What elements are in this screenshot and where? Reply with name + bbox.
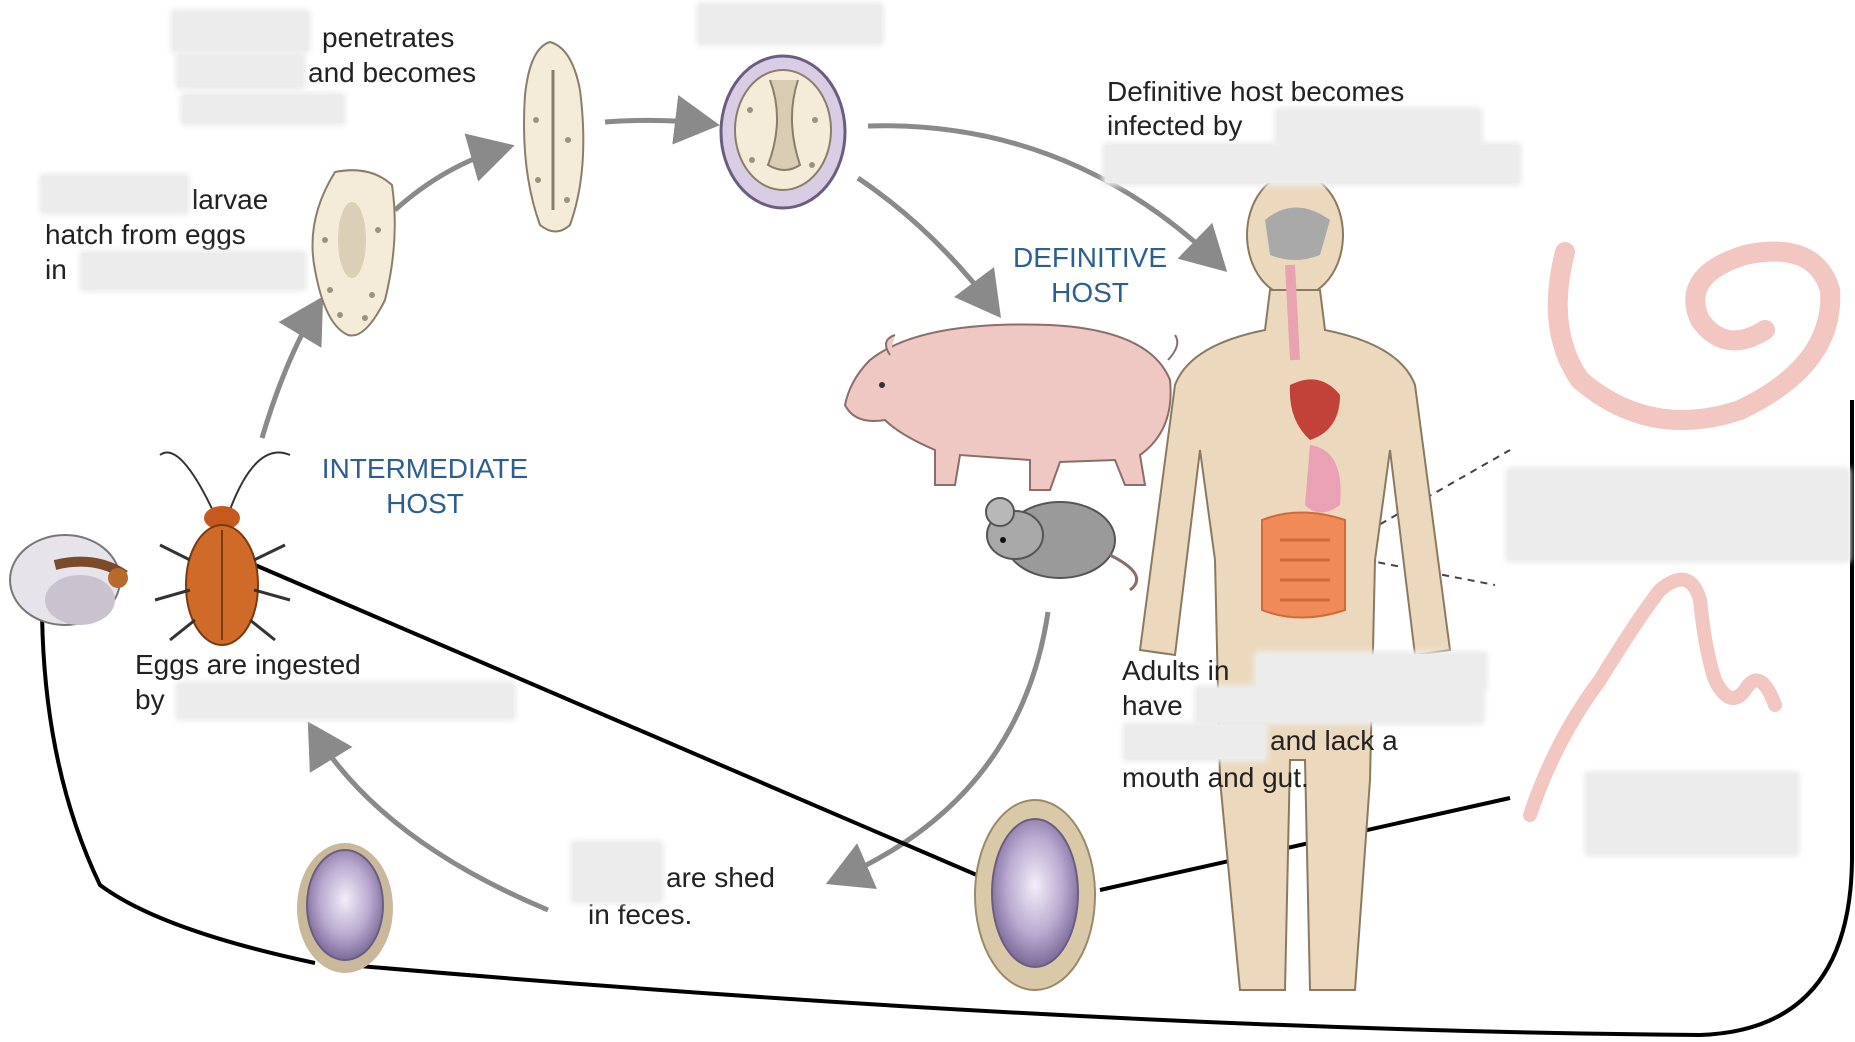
arrow-cyst-to-pig bbox=[858, 178, 995, 310]
intermediate-host-line1: INTERMEDIATE bbox=[305, 451, 545, 486]
answer-blank[interactable] bbox=[1257, 654, 1485, 688]
label-infected-by: infected by bbox=[1107, 108, 1242, 144]
pig-icon bbox=[845, 324, 1177, 490]
answer-blank[interactable] bbox=[173, 12, 308, 50]
answer-blank[interactable] bbox=[1587, 774, 1797, 854]
answer-blank[interactable] bbox=[183, 95, 343, 123]
egg-icon-small bbox=[297, 843, 393, 973]
human-body-icon bbox=[1140, 173, 1450, 990]
answer-blank[interactable] bbox=[1277, 110, 1480, 144]
answer-blank[interactable] bbox=[699, 5, 881, 43]
label-eggs-ingested: Eggs are ingested bbox=[135, 647, 361, 683]
label-have: have bbox=[1122, 688, 1183, 724]
label-in: in bbox=[45, 252, 67, 288]
definitive-host-line2: HOST bbox=[1000, 275, 1180, 310]
egg-icon-large bbox=[975, 800, 1095, 990]
answer-blank[interactable] bbox=[1105, 145, 1519, 183]
label-mouth-and-gut: mouth and gut. bbox=[1122, 760, 1309, 796]
beetle-larva-icon bbox=[10, 535, 128, 625]
adult-worm-upper-icon bbox=[1558, 252, 1831, 420]
answer-blank[interactable] bbox=[82, 253, 304, 289]
answer-blank[interactable] bbox=[178, 684, 513, 718]
larva-penetrating-icon bbox=[524, 42, 583, 232]
label-and-lack-a: and lack a bbox=[1270, 723, 1398, 759]
label-in-feces: in feces. bbox=[588, 897, 692, 933]
arrow-larvae-to-larva2 bbox=[395, 148, 505, 210]
arrow-larva2-to-cyst bbox=[605, 120, 710, 124]
mouse-icon bbox=[986, 498, 1137, 590]
answer-blank[interactable] bbox=[1508, 470, 1848, 560]
label-penetrates: penetrates bbox=[322, 20, 454, 56]
leader-egg-to-worm bbox=[1100, 798, 1510, 890]
intermediate-host-line2: HOST bbox=[305, 486, 545, 521]
cockroach-icon bbox=[155, 453, 290, 646]
larva-hatched-icon bbox=[313, 170, 395, 335]
definitive-host-line1: DEFINITIVE bbox=[1000, 240, 1180, 275]
label-by: by bbox=[135, 682, 165, 718]
definitive-host-label: DEFINITIVE HOST bbox=[1000, 240, 1180, 310]
leader-curve-left bbox=[42, 590, 315, 963]
label-definitive-host-becomes: Definitive host becomes bbox=[1107, 74, 1404, 110]
label-are-shed: are shed bbox=[666, 860, 775, 896]
answer-blank[interactable] bbox=[42, 176, 187, 212]
label-larvae: larvae bbox=[192, 182, 268, 218]
intermediate-host-label: INTERMEDIATE HOST bbox=[305, 451, 545, 521]
answer-blank[interactable] bbox=[1197, 688, 1482, 722]
answer-blank[interactable] bbox=[1125, 725, 1265, 759]
answer-blank[interactable] bbox=[573, 843, 661, 901]
label-and-becomes: and becomes bbox=[308, 55, 476, 91]
cyst-icon bbox=[721, 56, 845, 208]
label-hatch-from-eggs: hatch from eggs bbox=[45, 217, 246, 253]
arrow-host-to-larvae bbox=[262, 305, 318, 438]
leader-cockroach-to-egg bbox=[255, 565, 1000, 885]
label-adults-in: Adults in bbox=[1122, 653, 1229, 689]
answer-blank[interactable] bbox=[178, 55, 303, 87]
